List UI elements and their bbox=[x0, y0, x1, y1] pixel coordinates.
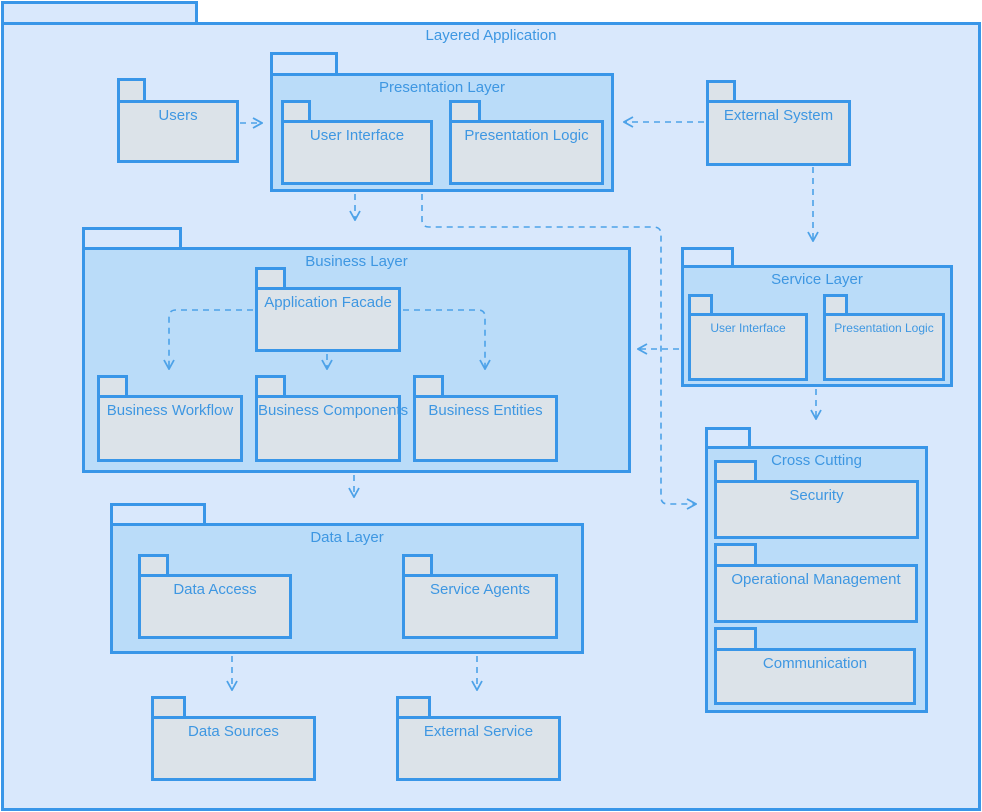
package-label: Service Agents bbox=[429, 581, 531, 598]
package-label: External Service bbox=[423, 723, 534, 740]
package-tab[interactable] bbox=[688, 294, 713, 313]
package-tab[interactable] bbox=[138, 554, 169, 574]
package-tab[interactable] bbox=[281, 100, 311, 120]
package-tab[interactable] bbox=[714, 543, 757, 564]
package-label: Operational Management bbox=[731, 571, 901, 588]
package-label: Data Sources bbox=[188, 723, 279, 740]
package-tab[interactable] bbox=[823, 294, 848, 313]
package-body[interactable]: Business Entities bbox=[413, 395, 558, 462]
package-body[interactable]: Business Components bbox=[255, 395, 409, 462]
edge-application-facade-to-business-entities[interactable] bbox=[403, 309, 485, 369]
package-label: Application Facade bbox=[264, 294, 392, 311]
package-tab[interactable] bbox=[1, 1, 198, 22]
package-tab[interactable] bbox=[97, 375, 128, 395]
package-tab[interactable] bbox=[110, 503, 206, 523]
package-tab[interactable] bbox=[151, 696, 186, 716]
package-label: Security bbox=[789, 487, 844, 504]
package-tab[interactable] bbox=[714, 460, 757, 480]
package-tab[interactable] bbox=[714, 627, 757, 648]
package-tab[interactable] bbox=[270, 52, 338, 73]
package-tab[interactable] bbox=[255, 267, 286, 287]
package-label: Business Components bbox=[258, 402, 409, 419]
package-body[interactable]: Communication bbox=[714, 648, 916, 705]
package-body[interactable]: Users bbox=[117, 100, 239, 163]
package-label: External System bbox=[723, 107, 834, 124]
package-label: Data Layer bbox=[310, 529, 384, 546]
package-tab[interactable] bbox=[706, 80, 736, 100]
package-body[interactable]: Data Access bbox=[138, 574, 292, 639]
package-tab[interactable] bbox=[402, 554, 433, 574]
package-body[interactable]: User Interface bbox=[281, 120, 433, 185]
package-tab[interactable] bbox=[396, 696, 431, 716]
package-label: Data Access bbox=[173, 581, 257, 598]
package-label: Users bbox=[158, 107, 198, 124]
package-label: Business Layer bbox=[305, 253, 408, 270]
package-body[interactable]: Application Facade bbox=[255, 287, 401, 352]
package-tab[interactable] bbox=[255, 375, 286, 395]
package-body[interactable]: User Interface bbox=[688, 313, 808, 381]
package-tab[interactable] bbox=[82, 227, 182, 247]
package-tab[interactable] bbox=[117, 78, 146, 100]
package-body[interactable]: Operational Management bbox=[714, 564, 918, 623]
edge-presentation-layer-to-cross-cutting[interactable] bbox=[421, 194, 696, 504]
package-body[interactable]: External Service bbox=[396, 716, 561, 781]
diagram-title: Layered Application bbox=[425, 27, 557, 44]
package-body[interactable]: Security bbox=[714, 480, 919, 539]
package-label: Business Entities bbox=[428, 402, 543, 419]
package-body[interactable]: Data Sources bbox=[151, 716, 316, 781]
package-label: Presentation Layer bbox=[379, 79, 505, 96]
package-body[interactable]: Service Agents bbox=[402, 574, 558, 639]
edge-application-facade-to-business-workflow[interactable] bbox=[169, 309, 253, 369]
package-label: Presentation Logic bbox=[464, 127, 589, 144]
package-body[interactable]: Presentation Logic bbox=[449, 120, 604, 185]
package-label: User Interface bbox=[710, 321, 786, 335]
package-tab[interactable] bbox=[705, 427, 751, 446]
package-label: Service Layer bbox=[771, 271, 863, 288]
package-body[interactable]: Business Workflow bbox=[97, 395, 243, 462]
package-body[interactable]: External System bbox=[706, 100, 851, 166]
package-label: User Interface bbox=[309, 127, 405, 144]
package-label: Business Workflow bbox=[106, 402, 234, 419]
package-tab[interactable] bbox=[681, 247, 734, 265]
package-label: Communication bbox=[762, 655, 868, 672]
package-label: Cross Cutting bbox=[771, 452, 862, 469]
package-tab[interactable] bbox=[413, 375, 444, 395]
package-label: Presentation Logic bbox=[834, 321, 934, 335]
package-tab[interactable] bbox=[449, 100, 481, 120]
package-body[interactable]: Presentation Logic bbox=[823, 313, 945, 381]
